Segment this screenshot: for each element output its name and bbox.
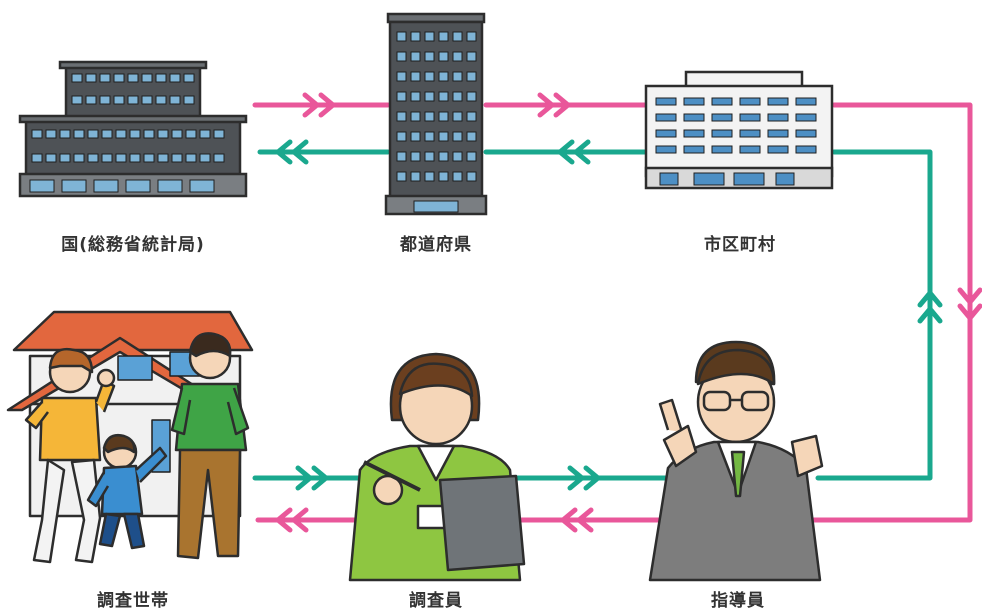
teal-flow-line-right xyxy=(815,149,933,481)
pink-flow xyxy=(252,92,982,533)
teal-flow xyxy=(252,139,943,491)
household-label: 調査世帯 xyxy=(97,591,169,611)
pink-chevron xyxy=(537,92,571,118)
teal-chevron xyxy=(567,465,601,491)
pink-chevron xyxy=(275,507,309,533)
teal-chevron xyxy=(275,139,309,165)
prefecture-tower-building-icon xyxy=(384,12,488,216)
municipal-office-building-icon xyxy=(644,70,834,190)
male-supervisor-suit-icon xyxy=(648,340,824,582)
female-enumerator-clipboard-icon xyxy=(348,352,526,582)
pink-chevron xyxy=(560,507,594,533)
prefecture-label: 都道府県 xyxy=(400,235,472,255)
national-government-building-icon xyxy=(18,60,248,198)
supervisor-label: 指導員 xyxy=(711,591,765,611)
national-label: 国(総務省統計局) xyxy=(61,235,205,255)
teal-chevron xyxy=(295,465,329,491)
municipality-label: 市区町村 xyxy=(704,235,776,255)
enumerator-label: 調査員 xyxy=(409,591,463,611)
pink-flow-line-right xyxy=(805,102,973,523)
teal-chevron xyxy=(917,290,943,324)
pink-chevron xyxy=(957,287,982,321)
teal-chevron xyxy=(557,139,591,165)
pink-chevron xyxy=(302,92,336,118)
family-house-icon xyxy=(6,310,254,564)
